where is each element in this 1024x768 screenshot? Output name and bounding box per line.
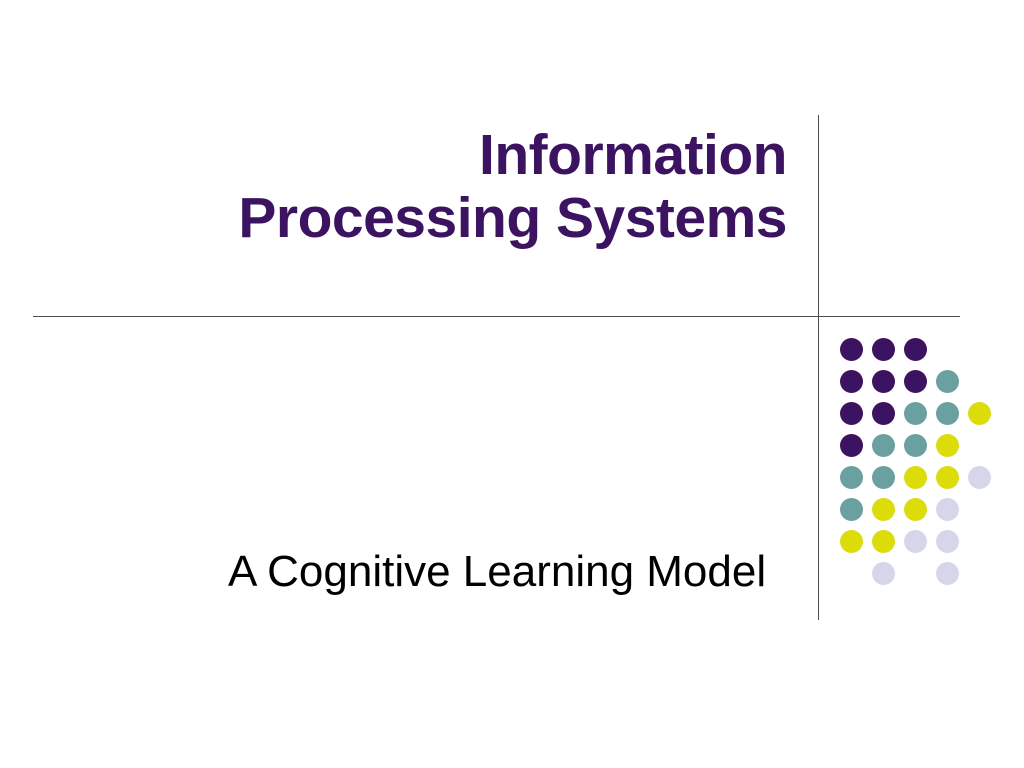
dot-teal	[840, 498, 863, 521]
dot-yellow	[872, 530, 895, 553]
dot-purple	[872, 370, 895, 393]
dot-purple	[872, 338, 895, 361]
dot-row	[840, 370, 1000, 402]
dot-empty	[968, 370, 991, 393]
dot-purple	[840, 402, 863, 425]
dot-yellow	[872, 498, 895, 521]
dot-row	[840, 402, 1000, 434]
dot-row	[840, 466, 1000, 498]
dot-teal	[872, 434, 895, 457]
dot-yellow	[968, 402, 991, 425]
dot-empty	[904, 562, 927, 585]
dot-teal	[936, 402, 959, 425]
dot-empty	[968, 498, 991, 521]
dot-yellow	[936, 434, 959, 457]
slide-title: Information Processing Systems	[60, 124, 787, 250]
subtitle-line-1: A Cognitive Learning Model	[228, 547, 767, 596]
dot-purple	[904, 338, 927, 361]
dot-lavender	[968, 466, 991, 489]
dot-teal	[904, 434, 927, 457]
title-line-2: Processing Systems	[238, 186, 787, 250]
dot-teal	[904, 402, 927, 425]
dot-empty	[968, 562, 991, 585]
dot-row	[840, 562, 1000, 594]
dot-empty	[936, 338, 959, 361]
dot-lavender	[872, 562, 895, 585]
dot-purple	[840, 338, 863, 361]
dot-lavender	[936, 562, 959, 585]
dot-yellow	[840, 530, 863, 553]
decorative-dot-grid	[840, 338, 1000, 588]
dot-yellow	[936, 466, 959, 489]
dot-lavender	[936, 498, 959, 521]
dot-row	[840, 338, 1000, 370]
dot-purple	[840, 434, 863, 457]
dot-teal	[936, 370, 959, 393]
dot-lavender	[936, 530, 959, 553]
dot-empty	[968, 338, 991, 361]
slide-subtitle: A Cognitive Learning Model	[228, 546, 788, 598]
dot-empty	[968, 530, 991, 553]
vertical-divider	[818, 115, 819, 620]
dot-purple	[840, 370, 863, 393]
dot-empty	[840, 562, 863, 585]
dot-row	[840, 434, 1000, 466]
horizontal-divider	[33, 316, 960, 317]
dot-yellow	[904, 498, 927, 521]
dot-teal	[840, 466, 863, 489]
dot-lavender	[904, 530, 927, 553]
dot-purple	[872, 402, 895, 425]
dot-teal	[872, 466, 895, 489]
dot-yellow	[904, 466, 927, 489]
dot-empty	[968, 434, 991, 457]
dot-row	[840, 530, 1000, 562]
dot-row	[840, 498, 1000, 530]
dot-purple	[904, 370, 927, 393]
title-line-1: Information	[479, 123, 787, 187]
